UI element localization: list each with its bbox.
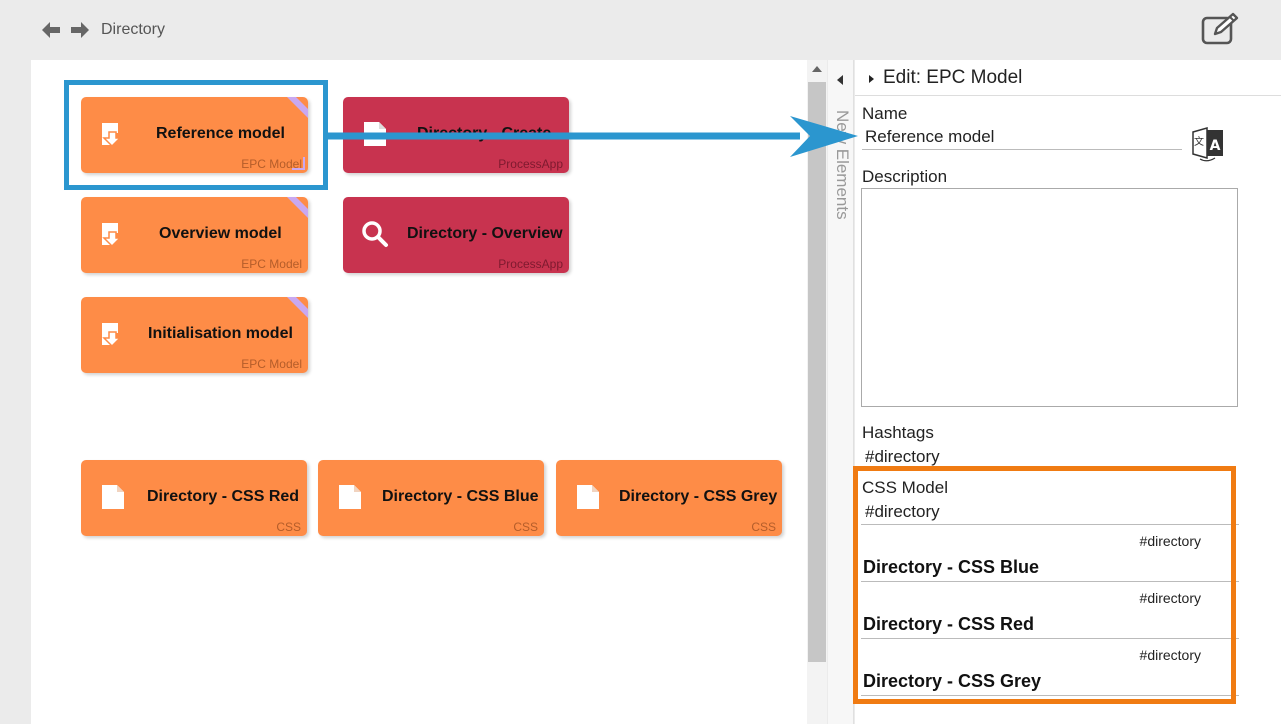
arrow-left-icon[interactable] xyxy=(39,18,63,42)
tile-title: Directory - CSS Blue xyxy=(382,488,539,505)
tile-type: CSS xyxy=(513,520,538,534)
list-item-name: Directory - CSS Blue xyxy=(863,557,1040,577)
tile-type: EPC Model xyxy=(241,357,302,371)
list-item-tag: #directory xyxy=(1139,533,1201,549)
tile-type: CSS xyxy=(276,520,301,534)
list-item-tag: #directory xyxy=(1139,590,1201,606)
breadcrumb[interactable]: Directory xyxy=(101,21,166,38)
document-icon xyxy=(361,120,389,148)
tile-title: Directory - CSS Grey xyxy=(619,488,778,505)
scroll-up-icon[interactable] xyxy=(812,66,822,72)
epc-icon xyxy=(99,120,127,148)
list-item[interactable]: #directory Directory - CSS Grey xyxy=(861,639,1239,696)
canvas-scrollbar[interactable] xyxy=(807,60,827,724)
name-field[interactable]: Reference model xyxy=(862,126,1182,150)
panel-title: Edit: EPC Model xyxy=(883,67,1023,88)
list-item-name: Directory - CSS Red xyxy=(863,614,1035,634)
top-bar: Directory xyxy=(0,0,1281,60)
description-label: Description xyxy=(862,167,948,186)
document-icon xyxy=(574,483,602,511)
name-label: Name xyxy=(862,104,908,123)
edit-panel: Edit: EPC Model Name Reference model A 文… xyxy=(855,60,1281,724)
list-item[interactable]: #directory Directory - CSS Blue xyxy=(861,525,1239,582)
epc-icon xyxy=(99,320,127,348)
tile-title: Directory - Create xyxy=(417,125,552,142)
resize-handle-icon[interactable] xyxy=(290,155,306,171)
list-item-name: Directory - CSS Grey xyxy=(863,671,1042,691)
new-elements-tab[interactable]: New Elements xyxy=(833,110,852,220)
arrow-right-icon[interactable] xyxy=(68,18,92,42)
caret-right-icon xyxy=(869,75,874,83)
tile-type: ProcessApp xyxy=(498,157,563,171)
css-model-value[interactable]: #directory xyxy=(865,502,940,521)
tile-title: Overview model xyxy=(159,225,282,242)
tile-css-red[interactable]: Directory - CSS Red CSS xyxy=(81,460,307,536)
tile-title: Initialisation model xyxy=(148,325,293,342)
tile-directory-create[interactable]: Directory - Create ProcessApp xyxy=(343,97,569,173)
document-icon xyxy=(99,483,127,511)
tile-overview-model[interactable]: Overview model EPC Model xyxy=(81,197,308,273)
tag-icon xyxy=(284,197,308,221)
svg-text:文: 文 xyxy=(1194,135,1204,148)
description-field[interactable] xyxy=(861,188,1238,407)
search-icon xyxy=(361,220,389,248)
new-elements-strip xyxy=(828,60,854,724)
tile-directory-overview[interactable]: Directory - Overview ProcessApp xyxy=(343,197,569,273)
tile-type: EPC Model xyxy=(241,157,302,171)
tile-type: EPC Model xyxy=(241,257,302,271)
tile-css-blue[interactable]: Directory - CSS Blue CSS xyxy=(318,460,544,536)
tile-reference-model[interactable]: Reference model EPC Model xyxy=(81,97,308,173)
svg-text:A: A xyxy=(1210,138,1221,154)
collapse-left-icon[interactable] xyxy=(837,75,843,85)
css-model-label: CSS Model xyxy=(862,478,948,497)
hashtags-label: Hashtags xyxy=(862,423,934,442)
tag-icon xyxy=(284,297,308,321)
tile-type: CSS xyxy=(751,520,776,534)
tile-title: Reference model xyxy=(156,125,285,142)
tile-title: Directory - Overview xyxy=(407,225,563,242)
edit-icon[interactable] xyxy=(1200,12,1240,48)
document-icon xyxy=(336,483,364,511)
css-model-list: #directory Directory - CSS Blue #directo… xyxy=(861,524,1239,696)
tile-title: Directory - CSS Red xyxy=(147,488,300,505)
list-item-tag: #directory xyxy=(1139,647,1201,663)
epc-icon xyxy=(99,220,127,248)
panel-header[interactable]: Edit: EPC Model xyxy=(855,60,1281,96)
tile-initialisation-model[interactable]: Initialisation model EPC Model xyxy=(81,297,308,373)
list-item[interactable]: #directory Directory - CSS Red xyxy=(861,582,1239,639)
tile-type: ProcessApp xyxy=(498,257,563,271)
highlight-frame-orange xyxy=(853,466,1236,704)
hashtags-value[interactable]: #directory xyxy=(865,447,940,466)
highlight-frame-blue xyxy=(64,80,328,190)
translate-icon[interactable]: A 文 xyxy=(1191,126,1225,162)
tag-icon xyxy=(284,97,308,121)
scrollbar-thumb[interactable] xyxy=(808,82,826,662)
tile-css-grey[interactable]: Directory - CSS Grey CSS xyxy=(556,460,782,536)
